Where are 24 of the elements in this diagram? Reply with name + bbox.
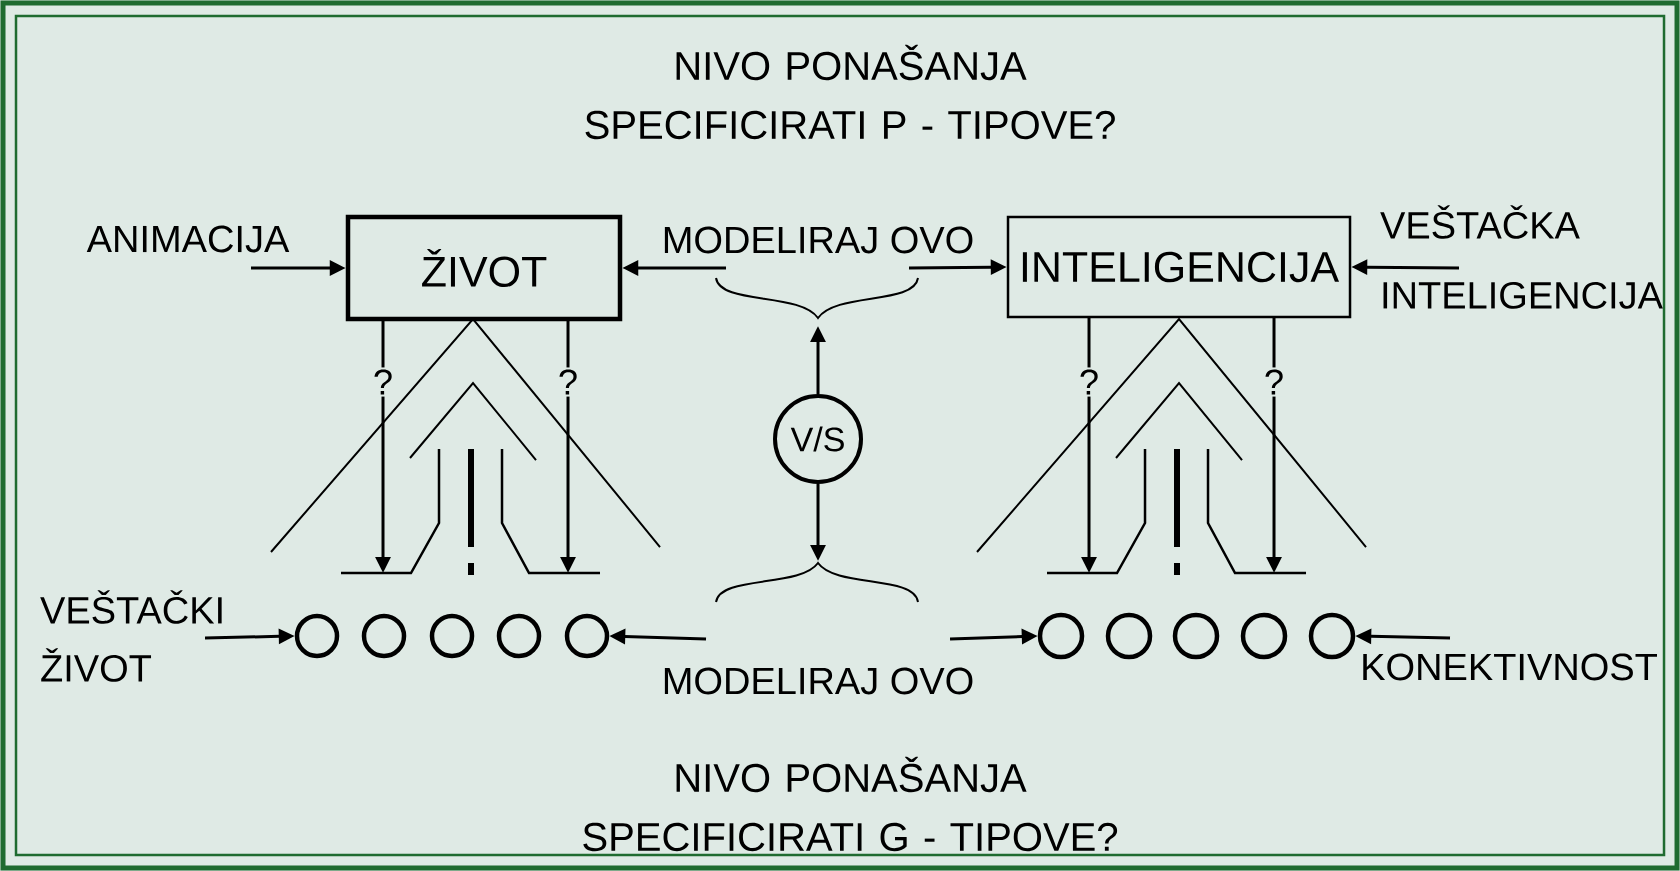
node-text: MODELIRAJ OVO (664, 226, 973, 254)
edge-label: ? (1077, 367, 1101, 397)
process-box: INTELIGENCIJA (1006, 215, 1352, 319)
unit-circle (294, 613, 340, 659)
unit-circle (1105, 612, 1153, 660)
unit-circle (1308, 612, 1356, 660)
node-text: VEŠTAČKA INTELIGENCIJA (1380, 205, 1663, 309)
unit-circle (1240, 612, 1288, 660)
edge-label: ? (556, 367, 580, 397)
unit-circle (1172, 612, 1220, 660)
unit-circle (496, 613, 542, 659)
edge-label: ? (1262, 367, 1287, 397)
node-text: KONEKTIVNOST (1363, 653, 1657, 681)
edge-label: ? (371, 367, 395, 397)
unit-circle (429, 613, 475, 659)
unit-circle (1037, 612, 1085, 660)
node-text: MODELIRAJ OVO (664, 667, 973, 695)
title: NIVO PONAŠANJA SPECIFICIRATI P - TIPOVE? (585, 44, 1115, 140)
unit-circle (361, 613, 407, 659)
node-text: ANIMACIJA (86, 225, 290, 253)
process-box: ŽIVOT (345, 214, 623, 322)
caption: NIVO PONAŠANJA SPECIFICIRATI G - TIPOVE? (583, 756, 1118, 852)
node-text: VEŠTAČKI ŽIVOT (40, 590, 222, 682)
unit-circle (564, 613, 610, 659)
